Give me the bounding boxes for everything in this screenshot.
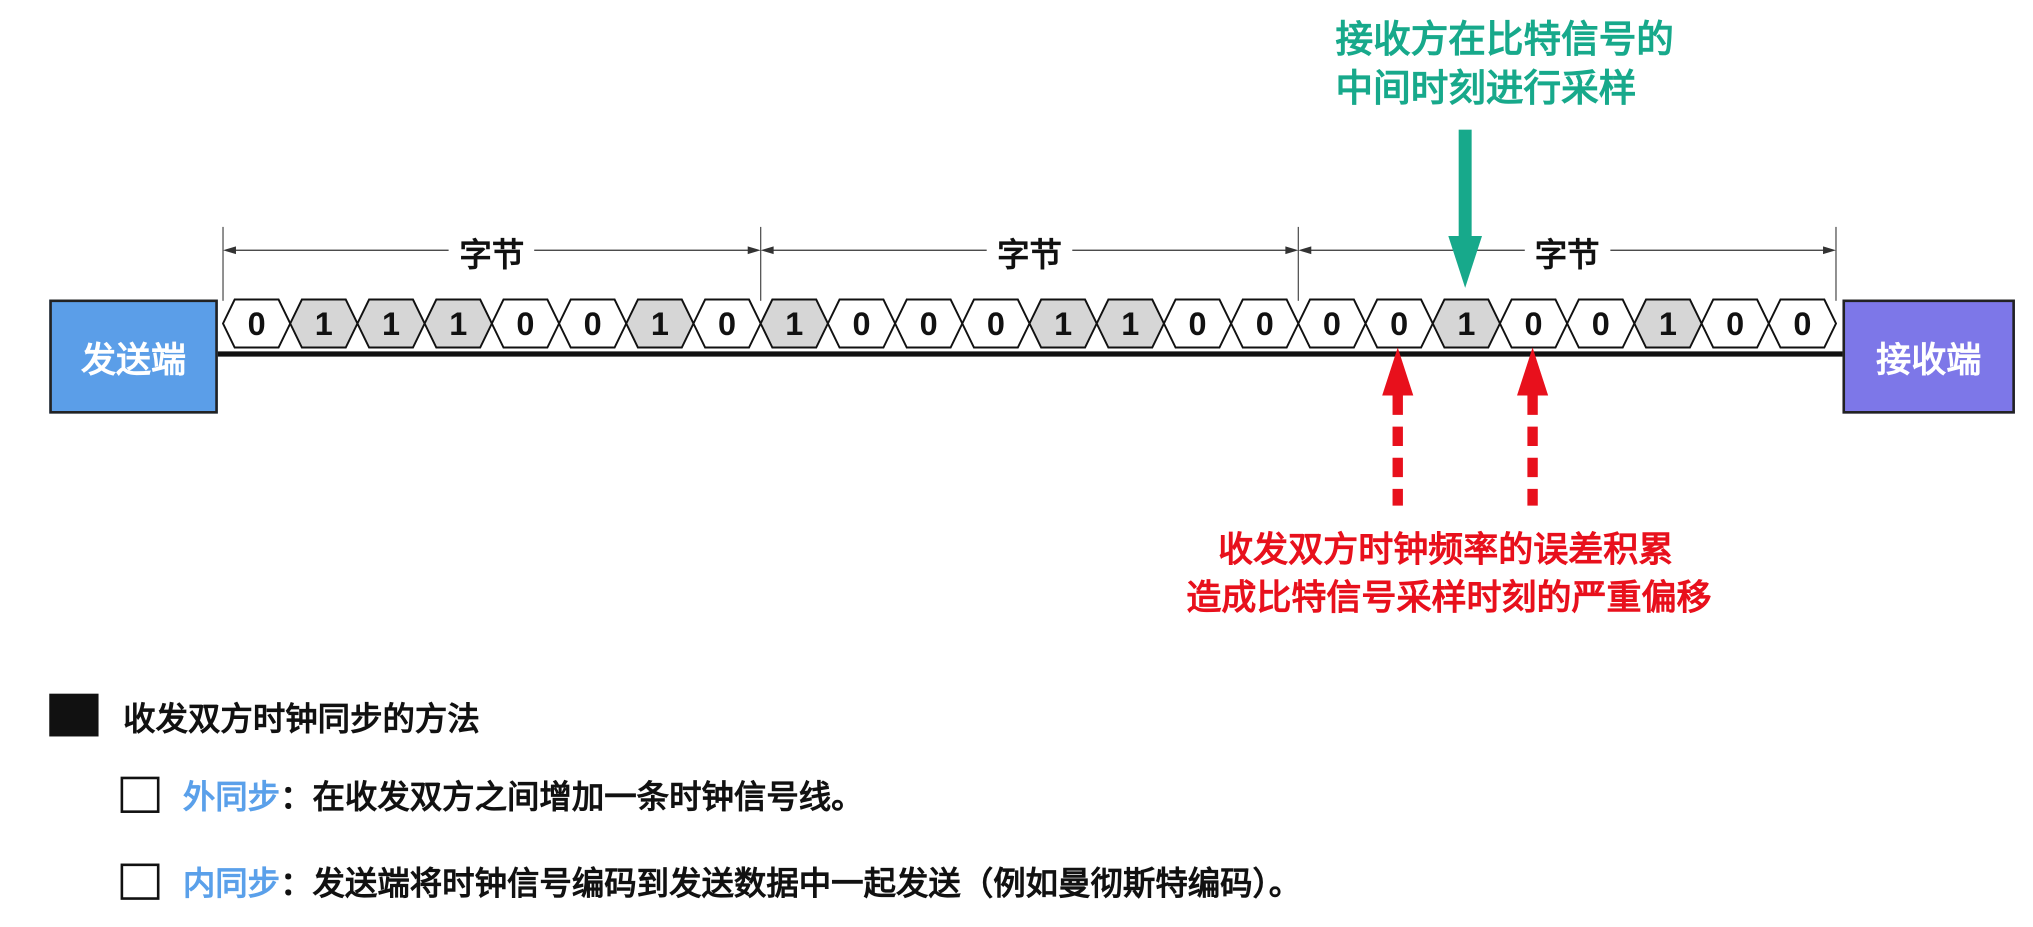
drift-annotation: 收发双方时钟频率的误差积累 造成比特信号采样时刻的严重偏移 <box>1186 526 1712 622</box>
bit-value: 0 <box>248 306 266 342</box>
sampling-annotation: 接收方在比特信号的 中间时刻进行采样 <box>1335 14 1674 113</box>
bit-cell: 0 <box>221 298 292 349</box>
method-sep: ： <box>280 864 313 903</box>
bit-value: 0 <box>1726 306 1744 342</box>
bit-cell: 1 <box>1095 298 1165 349</box>
bit-value: 0 <box>516 306 534 342</box>
bit-hexagon <box>1767 298 1838 349</box>
checkbox-icon <box>120 863 160 900</box>
drift-arrow-left <box>1382 347 1414 506</box>
arrowhead-icon <box>1298 246 1312 255</box>
arrowhead-icon <box>747 246 761 255</box>
bit-value: 0 <box>1256 306 1274 342</box>
byte-label: 字节 <box>986 229 1073 277</box>
bit-cell: 0 <box>490 298 561 349</box>
bit-value: 0 <box>920 306 938 342</box>
bit-value: 0 <box>1390 306 1408 342</box>
drift-annotation-line: 收发双方时钟频率的误差积累 <box>1218 530 1674 571</box>
bit-cell: 1 <box>625 298 695 349</box>
sender-label: 发送端 <box>81 340 187 381</box>
arrowhead-icon <box>1285 246 1299 255</box>
bit-value: 0 <box>718 306 736 342</box>
bit-value: 1 <box>651 306 669 342</box>
bit-cell: 1 <box>423 298 493 349</box>
bit-value: 0 <box>1525 306 1543 342</box>
bit-value: 0 <box>852 306 870 342</box>
bit-cell: 0 <box>1162 298 1233 349</box>
drift-arrow-right <box>1517 347 1549 506</box>
bit-cell: 1 <box>289 298 359 349</box>
method-text: 发送端将时钟信号编码到发送数据中一起发送（例如曼彻斯特编码）。 <box>312 864 1302 903</box>
arrowhead-icon <box>1823 246 1836 255</box>
bit-value: 0 <box>1189 306 1207 342</box>
bit-cell: 0 <box>894 298 964 349</box>
bit-value: 1 <box>1054 306 1072 342</box>
arrowhead-icon <box>223 246 236 255</box>
bit-cell: 0 <box>692 298 762 349</box>
byte-label: 字节 <box>1524 229 1610 277</box>
arrowhead-icon <box>760 246 774 255</box>
bit-value: 1 <box>449 306 467 342</box>
bit-value: 1 <box>382 306 400 342</box>
receiver-label: 接收端 <box>1876 340 1982 381</box>
bit-cell: 1 <box>1633 298 1703 349</box>
bit-value: 1 <box>785 306 803 342</box>
bit-value: 1 <box>1659 306 1677 342</box>
sender-box: 发送端 <box>49 299 218 414</box>
method-sep: ： <box>280 777 313 816</box>
bit-cell: 0 <box>1767 298 1838 349</box>
bit-value: 0 <box>1323 306 1341 342</box>
byte-label: 字节 <box>449 229 535 277</box>
bit-cell: 0 <box>1230 298 1300 349</box>
bit-sequence: 0 1 1 1 0 0 1 0 1 0 0 0 1 1 0 0 0 0 1 0 0 1 0 0 <box>221 298 1838 349</box>
bit-cell: 0 <box>961 298 1031 349</box>
bit-value: 1 <box>1121 306 1139 342</box>
method-item-internal: 内同步 ： 发送端将时钟信号编码到发送数据中一起发送（例如曼彻斯特编码）。 <box>120 858 1302 905</box>
bit-cell: 0 <box>1700 298 1770 349</box>
bit-cell: 1 <box>759 298 829 349</box>
method-text: 在收发双方之间增加一条时钟信号线。 <box>312 777 864 816</box>
bit-value: 1 <box>1457 306 1475 342</box>
bit-cell: 1 <box>1028 298 1098 349</box>
bit-cell: 0 <box>826 298 897 349</box>
method-term: 外同步 <box>182 777 281 816</box>
bullet-square-icon <box>49 693 99 737</box>
receiver-box: 接收端 <box>1842 299 2015 414</box>
method-term: 内同步 <box>182 864 281 903</box>
bit-value: 0 <box>1793 306 1811 342</box>
bit-cell: 1 <box>356 298 426 349</box>
bit-cell: 1 <box>1431 298 1502 349</box>
methods-heading: 收发双方时钟同步的方法 <box>123 700 480 738</box>
bit-cell: 0 <box>1297 298 1367 349</box>
drift-annotation-line: 造成比特信号采样时刻的严重偏移 <box>1186 578 1712 619</box>
bit-cell: 0 <box>557 298 628 349</box>
sampling-annotation-line: 接收方在比特信号的 <box>1335 16 1674 61</box>
method-item-external: 外同步 ： 在收发双方之间增加一条时钟信号线。 <box>120 771 864 818</box>
bit-cell: 0 <box>1566 298 1636 349</box>
sampling-annotation-line: 中间时刻进行采样 <box>1335 66 1637 111</box>
bit-value: 0 <box>1592 306 1610 342</box>
bit-value: 0 <box>987 306 1005 342</box>
bit-value: 1 <box>315 306 333 342</box>
sampling-arrow-green <box>1448 129 1483 288</box>
bit-cell: 0 <box>1498 298 1569 349</box>
bit-cell: 0 <box>1364 298 1434 349</box>
bit-value: 0 <box>584 306 602 342</box>
checkbox-icon <box>120 776 160 813</box>
